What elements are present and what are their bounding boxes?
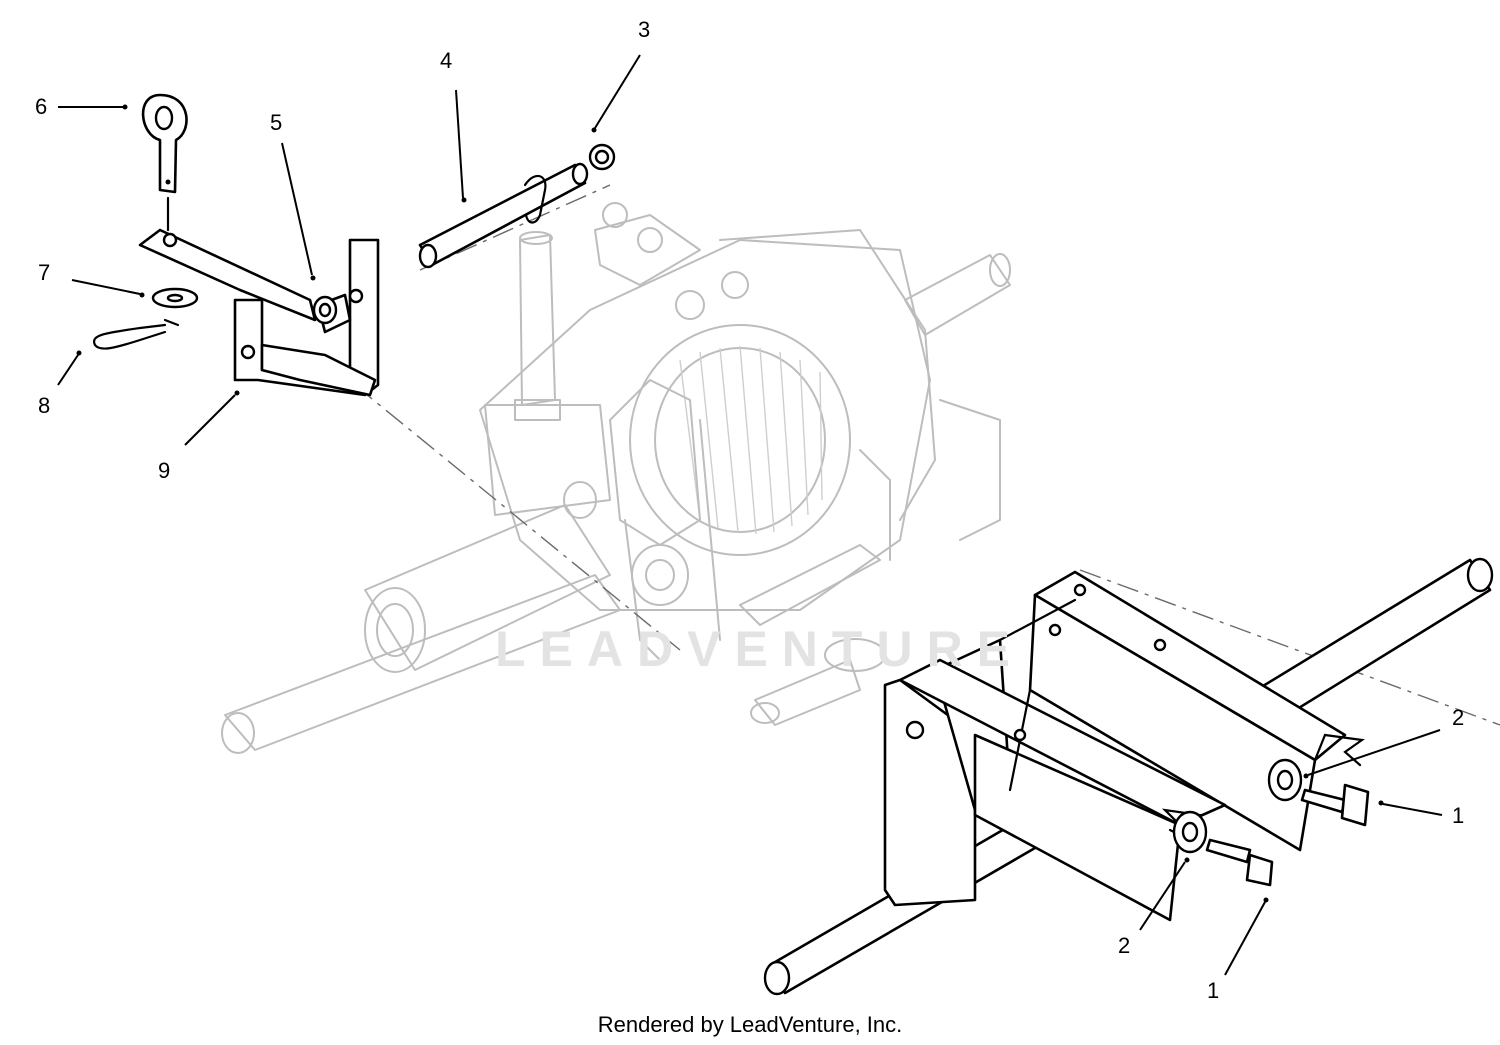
washer bbox=[151, 287, 199, 309]
rod bbox=[418, 162, 589, 269]
eye-pin bbox=[141, 93, 188, 232]
callout-1-upper: 1 bbox=[1452, 803, 1465, 828]
hairpin-clip bbox=[93, 318, 180, 350]
frame-assembly bbox=[763, 557, 1494, 996]
bolt-lower bbox=[1205, 838, 1274, 887]
callout-9: 9 bbox=[158, 458, 171, 483]
callout-2-upper: 2 bbox=[1452, 705, 1465, 730]
callout-6: 6 bbox=[35, 94, 48, 119]
footer-credit: Rendered by LeadVenture, Inc. bbox=[597, 1012, 903, 1037]
callout-2-lower: 2 bbox=[1118, 933, 1131, 958]
callout-5: 5 bbox=[270, 110, 283, 135]
bolt-upper bbox=[1300, 783, 1370, 827]
bracket bbox=[138, 228, 380, 397]
leader-lines bbox=[57, 54, 1443, 976]
clip-ring bbox=[588, 143, 616, 171]
watermark: LEADVENTURE bbox=[495, 621, 1025, 677]
washer-lower bbox=[1172, 810, 1208, 854]
callout-1-lower: 1 bbox=[1207, 978, 1220, 1003]
spacer bbox=[312, 293, 352, 334]
alignment-lines bbox=[354, 184, 1500, 726]
transaxle-ghost bbox=[221, 202, 1011, 754]
callout-8: 8 bbox=[38, 393, 51, 418]
callout-3: 3 bbox=[638, 17, 651, 42]
washer-upper bbox=[1267, 758, 1303, 802]
callout-7: 7 bbox=[38, 260, 51, 285]
callout-4: 4 bbox=[440, 48, 453, 73]
